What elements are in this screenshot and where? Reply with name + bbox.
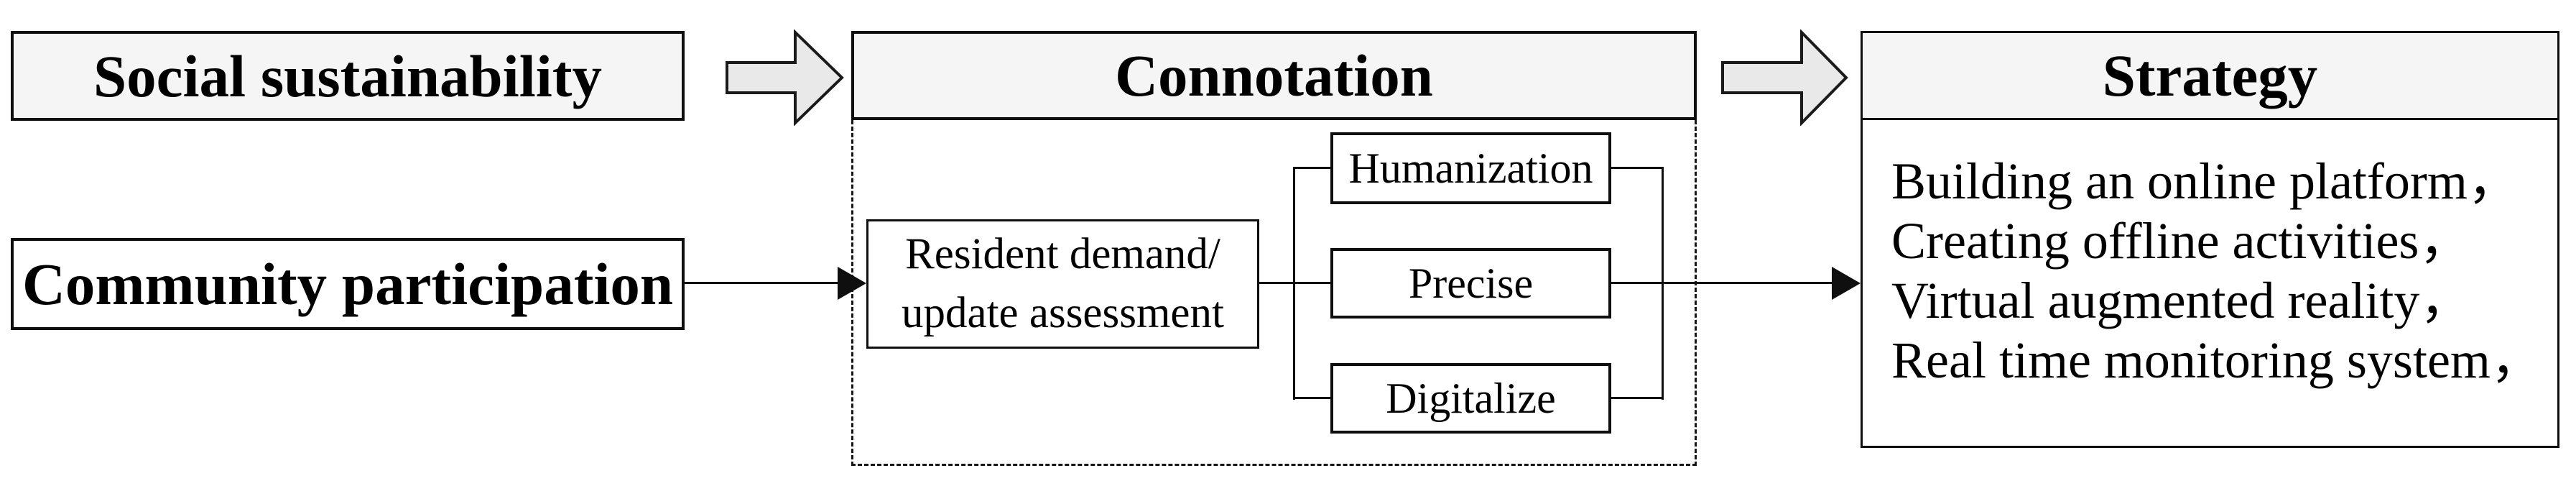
flow-arrow-icon bbox=[726, 29, 844, 126]
strategy-item: Creating offline activities， bbox=[1891, 212, 2471, 270]
connector-stub-digitalize-left bbox=[1293, 397, 1333, 399]
flow-arrow-shape bbox=[726, 29, 844, 126]
arrow-head-icon bbox=[1832, 267, 1861, 300]
humanization-box: Humanization bbox=[1330, 132, 1611, 204]
connotation-header-box: Connotation bbox=[851, 31, 1697, 120]
connector-stub-humanization-right bbox=[1611, 167, 1664, 169]
resident-demand-line1: Resident demand/ bbox=[905, 230, 1220, 278]
resident-demand-box: Resident demand/ update assessment bbox=[866, 219, 1259, 349]
strategy-item: Real time monitoring system， bbox=[1891, 331, 2542, 389]
digitalize-box: Digitalize bbox=[1330, 363, 1611, 434]
connector-community-to-resident bbox=[685, 282, 841, 284]
strategy-item: Building an online platform， bbox=[1891, 152, 2519, 210]
connector-stub-precise-right bbox=[1611, 282, 1664, 284]
strategy-box: Strategy Building an online platform， Cr… bbox=[1861, 31, 2559, 448]
strategy-header: Strategy bbox=[1863, 33, 2557, 120]
connector-to-strategy bbox=[1662, 282, 1834, 284]
strategy-item: Virtual augmented reality， bbox=[1891, 272, 2472, 329]
connector-stub-humanization-left bbox=[1293, 167, 1333, 169]
arrow-head-icon bbox=[838, 267, 866, 300]
connector-resident-to-precise bbox=[1259, 282, 1333, 284]
connector-stub-digitalize-right bbox=[1611, 397, 1664, 399]
social-sustainability-header-box: Social sustainability bbox=[11, 31, 685, 121]
precise-box: Precise bbox=[1330, 248, 1611, 319]
community-participation-box: Community participation bbox=[11, 238, 685, 330]
flow-arrow-shape bbox=[1721, 29, 1848, 126]
connector-left-branch-vertical bbox=[1293, 167, 1295, 400]
strategy-list: Building an online platform， Creating of… bbox=[1863, 120, 2557, 390]
resident-demand-line2: update assessment bbox=[902, 289, 1224, 337]
flow-arrow-icon bbox=[1721, 29, 1848, 126]
